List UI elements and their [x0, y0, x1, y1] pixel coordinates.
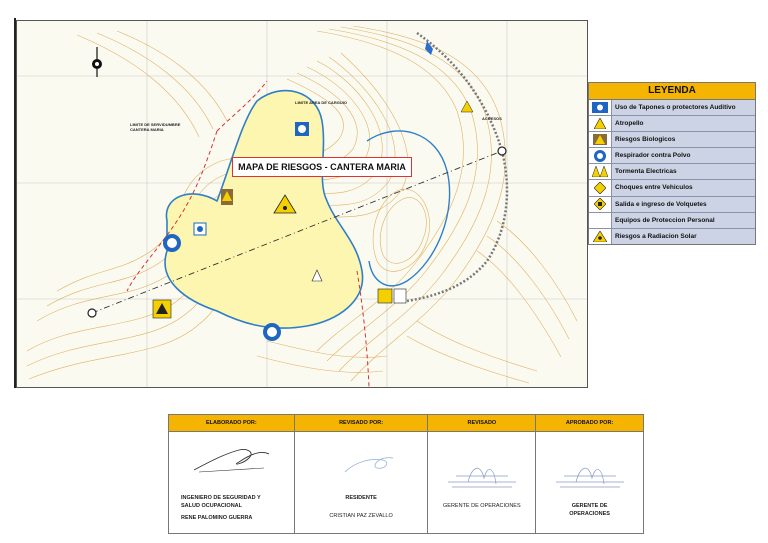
map-sign-lightning	[273, 194, 297, 214]
access-label: ACCESOS	[482, 116, 502, 121]
legend-label: Uso de Tapones o protectores Auditivo	[612, 100, 755, 116]
map-title: MAPA DE RIESGOS - CANTERA MARIA	[232, 157, 412, 177]
signature-scribble	[193, 449, 270, 473]
legend-label: Equipos de Proteccion Personal	[612, 212, 755, 228]
solar-radiation-icon	[589, 228, 612, 244]
inner-boundary	[366, 130, 451, 287]
signature-column-aprobado: APROBADO POR: GERENTE DE OPERACIONES	[536, 415, 643, 533]
loading-area-boundary	[164, 89, 364, 329]
signature-table: ELABORADO POR: INGENIERO DE SEGURIDAD Y …	[168, 414, 644, 534]
map-drawing	[17, 21, 587, 387]
legend-row: Choques entre Vehiculos	[589, 180, 755, 197]
company-stamp	[556, 467, 625, 488]
signer-name: RENE PALOMINO GUERRA	[181, 515, 253, 521]
legend-label: Riesgos Biologicos	[612, 132, 755, 148]
signature-column-revisado: REVISADO GERENTE DE OPERACIONES	[428, 415, 537, 533]
legend-row: Riesgos Biologicos	[589, 132, 755, 149]
signer-role-line1: INGENIERO DE SEGURIDAD Y	[181, 495, 261, 501]
map-sign-road-warning	[460, 100, 474, 113]
truck-crossing-icon	[589, 196, 612, 212]
signature-header: REVISADO POR:	[294, 415, 428, 432]
section-marker-b	[497, 146, 507, 156]
biohazard-icon	[589, 132, 612, 148]
water-body	[425, 41, 433, 55]
map-sign-ppe	[193, 222, 207, 236]
legend-row: Atropello	[589, 116, 755, 133]
signature-header: ELABORADO POR:	[169, 415, 294, 432]
respirator-icon	[589, 148, 612, 164]
legend-row: Respirador contra Polvo	[589, 148, 755, 165]
legend-label: Respirador contra Polvo	[612, 148, 755, 164]
vehicle-collision-icon	[589, 180, 612, 196]
servitude-label: LIMITE DE SERVIDUMBRE CANTERA MARIA	[130, 122, 181, 132]
signer-role: RESIDENTE	[345, 495, 377, 501]
north-arrow	[92, 47, 102, 77]
legend-row: Tormenta Electricas	[589, 164, 755, 181]
signer-name: CRISTIAN PAZ ZEVALLO	[329, 513, 393, 519]
map-sign-trucks	[377, 288, 407, 304]
lightning-warning-icon	[589, 164, 612, 180]
map-sign-ear-protection	[295, 122, 309, 136]
section-line	[91, 150, 503, 314]
map-sign-respirator	[163, 234, 181, 252]
signature-header: REVISADO	[428, 415, 536, 432]
signer-role: GERENTE DE OPERACIONES	[443, 503, 521, 509]
legend-label: Salida e ingreso de Volquetes	[612, 196, 755, 212]
page-left-rule	[14, 18, 16, 388]
signature-scribble	[344, 457, 393, 473]
legend-label: Choques entre Vehiculos	[612, 180, 755, 196]
section-marker-a	[87, 308, 97, 318]
access-road	[406, 31, 509, 303]
servitude-boundary	[126, 80, 370, 387]
signature-column-revisado-por: REVISADO POR: RESIDENTE CRISTIAN PAZ ZEV…	[294, 415, 429, 533]
map-sign-solar	[152, 299, 172, 319]
legend-row: Riesgos a Radiacion Solar	[589, 228, 755, 244]
signer-role-line2: SALUD OCUPACIONAL	[181, 503, 243, 509]
ppe-icon	[589, 212, 612, 228]
signature-header: APROBADO POR:	[536, 415, 643, 432]
legend-row: Salida e ingreso de Volquetes	[589, 196, 755, 213]
quarry-area-fill	[165, 90, 363, 329]
legend: LEYENDA Uso de Tapones o protectores Aud…	[588, 82, 756, 245]
legend-label: Atropello	[612, 116, 755, 132]
legend-row: Uso de Tapones o protectores Auditivo	[589, 100, 755, 117]
pedestrian-warning-icon	[589, 116, 612, 132]
ear-protection-icon	[589, 100, 612, 116]
signer-role-line1: GERENTE DE	[571, 503, 608, 509]
signer-role-line2: OPERACIONES	[569, 511, 610, 517]
legend-row: Equipos de Proteccion Personal	[589, 212, 755, 229]
map-sign-biohazard	[221, 189, 233, 205]
legend-title: LEYENDA	[589, 83, 755, 100]
legend-label: Riesgos a Radiacion Solar	[612, 228, 755, 244]
legend-label: Tormenta Electricas	[612, 164, 755, 180]
company-stamp	[448, 467, 517, 488]
map-sign-respirator-south	[263, 323, 281, 341]
map-sign-pedestrian	[311, 269, 323, 282]
loading-area-label: LIMITE AREA DE CARGUIO	[295, 100, 347, 105]
risk-map[interactable]	[16, 20, 588, 388]
signature-column-elaborado: ELABORADO POR: INGENIERO DE SEGURIDAD Y …	[169, 415, 295, 533]
